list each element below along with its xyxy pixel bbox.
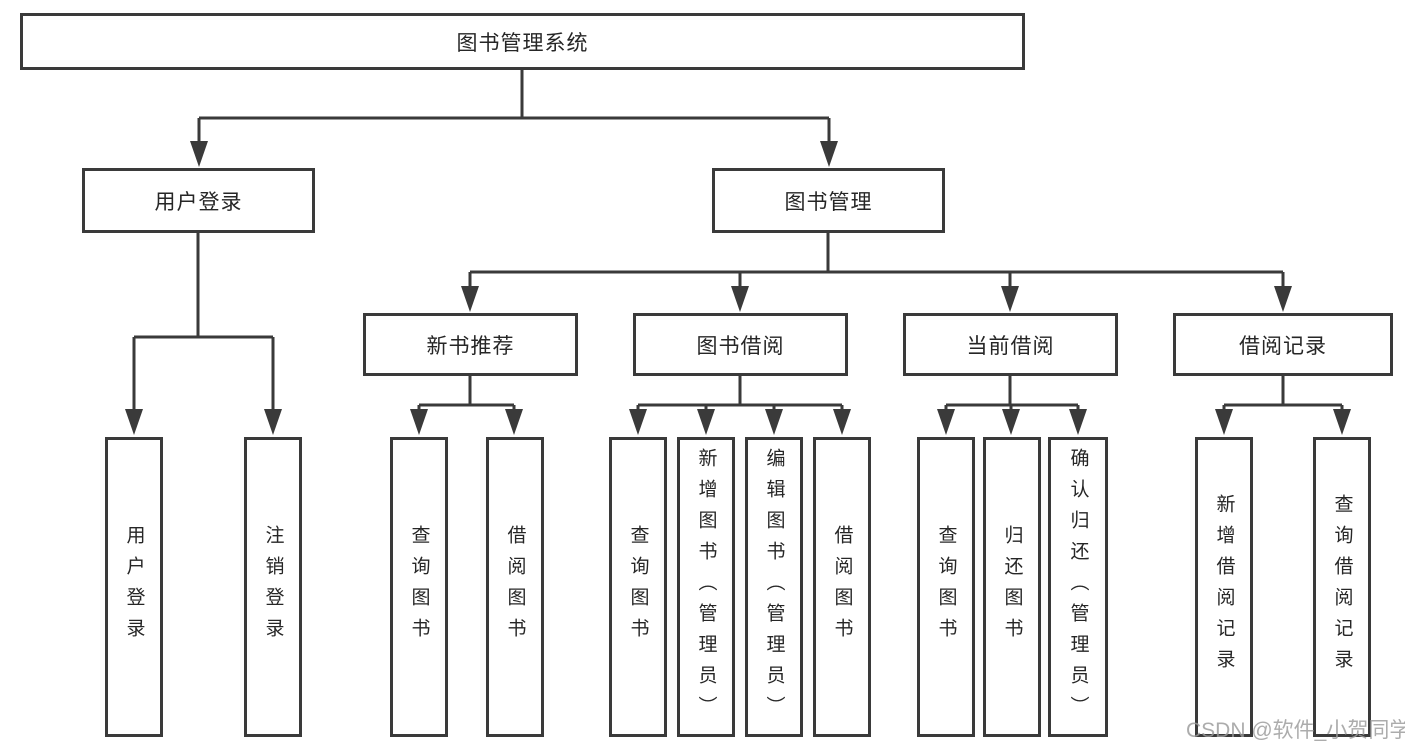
node-label: 新书推荐 xyxy=(426,334,515,358)
leaf-borrow-book: 借阅图书 xyxy=(813,437,871,737)
leaf-borrow-book: 借阅图书 xyxy=(486,437,544,737)
node-label: 查询借阅记录 xyxy=(1331,494,1353,680)
node-label: 新增借阅记录 xyxy=(1213,494,1235,680)
node-new-book-recommend: 新书推荐 xyxy=(363,313,578,376)
node-user-login: 用户登录 xyxy=(82,168,315,233)
leaf-add-borrow-record: 新增借阅记录 xyxy=(1195,437,1253,737)
node-book-management: 图书管理 xyxy=(712,168,945,233)
leaf-return-book: 归还图书 xyxy=(983,437,1041,737)
node-label: 注销登录 xyxy=(262,525,284,649)
node-label: 图书借阅 xyxy=(696,334,785,358)
node-label: 图书管理 xyxy=(784,190,873,214)
leaf-edit-book-admin: 编辑图书（管理员） xyxy=(745,437,803,737)
leaf-user-login: 用户登录 xyxy=(105,437,163,737)
node-label: 借阅图书 xyxy=(831,525,853,649)
node-label: 图书管理系统 xyxy=(456,31,589,55)
leaf-query-borrow-record: 查询借阅记录 xyxy=(1313,437,1371,737)
node-label: 查询图书 xyxy=(627,525,649,649)
leaf-add-book-admin: 新增图书（管理员） xyxy=(677,437,735,737)
leaf-query-book: 查询图书 xyxy=(609,437,667,737)
node-label: 查询图书 xyxy=(408,525,430,649)
node-label: 查询图书 xyxy=(935,525,957,649)
node-current-borrow: 当前借阅 xyxy=(903,313,1118,376)
node-book-borrow: 图书借阅 xyxy=(633,313,848,376)
node-label: 新增图书（管理员） xyxy=(695,447,717,727)
csdn-watermark: CSDN @软件_小贺同学 xyxy=(1186,719,1405,742)
node-label: 用户登录 xyxy=(123,525,145,649)
node-label: 归还图书 xyxy=(1001,525,1023,649)
leaf-query-book: 查询图书 xyxy=(917,437,975,737)
node-library-system: 图书管理系统 xyxy=(20,13,1025,70)
node-label: 借阅记录 xyxy=(1239,334,1327,358)
leaf-query-book: 查询图书 xyxy=(390,437,448,737)
node-label: 确认归还（管理员） xyxy=(1067,447,1089,727)
node-label: 借阅图书 xyxy=(504,525,526,649)
node-label: 用户登录 xyxy=(154,190,243,214)
arrowheads xyxy=(125,141,1351,435)
node-borrow-record: 借阅记录 xyxy=(1173,313,1393,376)
leaf-confirm-return-admin: 确认归还（管理员） xyxy=(1048,437,1108,737)
node-label: 编辑图书（管理员） xyxy=(763,447,785,727)
leaf-logout: 注销登录 xyxy=(244,437,302,737)
node-label: 当前借阅 xyxy=(966,334,1055,358)
